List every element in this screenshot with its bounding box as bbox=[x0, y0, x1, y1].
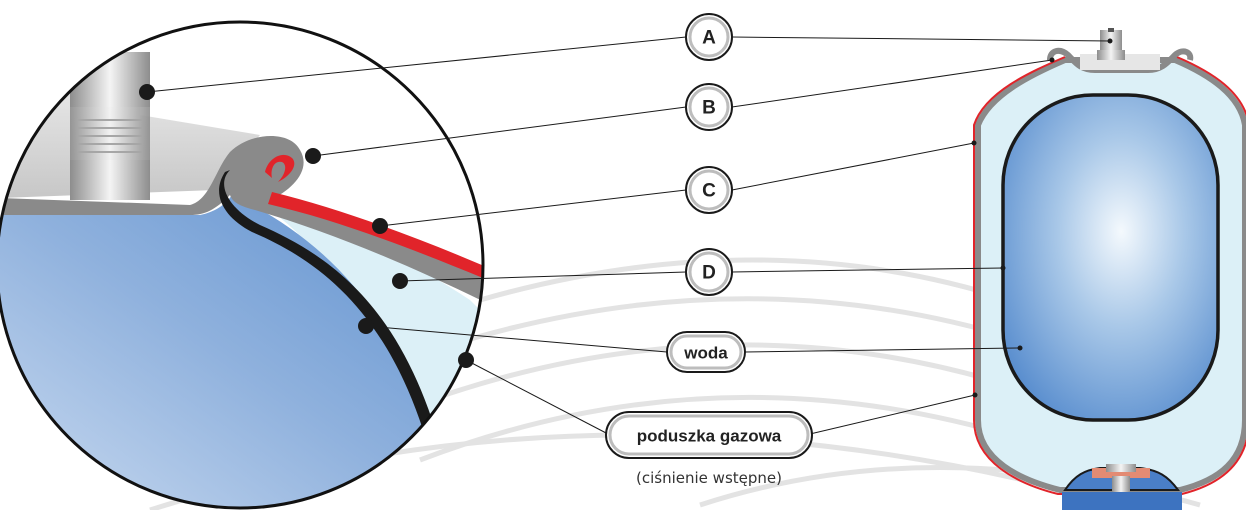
label-c: C bbox=[685, 166, 733, 214]
dot-a-tank bbox=[1107, 38, 1113, 44]
water-bladder bbox=[1001, 93, 1220, 422]
dot-water-detail bbox=[358, 318, 374, 334]
dot-b-detail bbox=[305, 148, 321, 164]
label-water: woda bbox=[666, 331, 746, 373]
leader-dots bbox=[139, 38, 1113, 398]
label-d-text: D bbox=[702, 263, 716, 284]
dot-gas-detail bbox=[458, 352, 474, 368]
label-c-text: C bbox=[702, 181, 716, 202]
coating-curl-detail bbox=[265, 154, 295, 182]
label-a: A bbox=[685, 13, 733, 61]
label-gas-cushion: poduszka gazowa bbox=[605, 411, 813, 459]
coating-detail bbox=[268, 192, 483, 287]
dot-b-tank bbox=[1049, 57, 1055, 63]
dot-d-tank bbox=[1000, 265, 1006, 271]
leader-lines bbox=[146, 36, 1111, 435]
label-gas-cushion-text: poduszka gazowa bbox=[637, 427, 782, 446]
label-a-text: A bbox=[702, 28, 716, 49]
steel-wall-detail bbox=[0, 136, 483, 312]
tank-coating bbox=[973, 56, 1246, 495]
dot-c-tank bbox=[971, 140, 977, 146]
zoom-detail bbox=[0, 22, 483, 508]
gas-cushion-note: (ciśnienie wstępne) bbox=[636, 469, 782, 487]
dot-d-detail bbox=[392, 273, 408, 289]
label-b: B bbox=[685, 83, 733, 131]
dot-c-detail bbox=[372, 218, 388, 234]
dot-gas-tank bbox=[972, 392, 978, 398]
label-b-text: B bbox=[702, 98, 716, 119]
zoom-circle-border bbox=[0, 20, 485, 510]
label-water-text: woda bbox=[683, 344, 728, 363]
tank-valve bbox=[1097, 28, 1125, 60]
threaded-fitting-detail bbox=[70, 52, 150, 200]
dot-a-detail bbox=[139, 84, 155, 100]
expansion-tank bbox=[973, 28, 1246, 510]
tank-bottom-connector bbox=[1062, 464, 1182, 510]
label-d: D bbox=[685, 248, 733, 296]
dot-water-tank bbox=[1017, 345, 1023, 351]
